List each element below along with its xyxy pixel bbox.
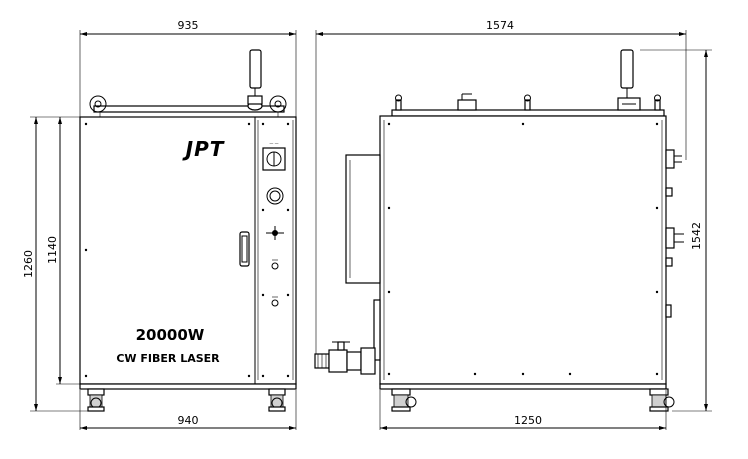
brand-logo: JPT bbox=[182, 137, 225, 161]
caster-side-right bbox=[649, 388, 675, 412]
lifting-eye-side-right bbox=[654, 94, 661, 111]
lifting-eye-side-mid bbox=[524, 94, 531, 111]
door-latch-icon bbox=[239, 231, 250, 267]
dim-front-bottom-label: 940 bbox=[178, 414, 199, 427]
lifting-eye-side-left bbox=[395, 94, 402, 111]
control-panel: — — bbox=[261, 122, 290, 378]
dim-front-top: 935 bbox=[79, 19, 297, 118]
dim-front-total-height-label: 1260 bbox=[22, 250, 35, 278]
product-name: CW FIBER LASER bbox=[116, 352, 220, 365]
lifting-ring-left bbox=[89, 95, 107, 113]
caster-front-left bbox=[87, 388, 105, 412]
top-latch-left bbox=[457, 93, 477, 111]
water-valve-icon bbox=[314, 341, 376, 375]
side-view: 1574 bbox=[314, 19, 712, 430]
dim-front-bottom: 940 bbox=[79, 390, 297, 430]
dim-front-total-height: 1260 bbox=[22, 116, 88, 412]
dim-side-height: 1542 bbox=[640, 49, 712, 412]
front-cabinet-body bbox=[79, 116, 297, 385]
dim-side-bottom: 1250 bbox=[379, 390, 667, 430]
lifting-ring-right bbox=[269, 95, 287, 113]
svg-text:— —: — — bbox=[269, 141, 278, 146]
dim-side-top-label: 1574 bbox=[486, 19, 514, 32]
dim-front-body-height-label: 1140 bbox=[46, 236, 59, 264]
right-fittings bbox=[665, 149, 684, 318]
dim-side-bottom-label: 1250 bbox=[514, 414, 542, 427]
dim-side-height-label: 1542 bbox=[690, 222, 703, 250]
handle-front bbox=[247, 49, 263, 111]
power-rating: 20000W bbox=[136, 326, 205, 344]
indicator-icon bbox=[266, 226, 284, 240]
front-view: 935 JPT bbox=[22, 19, 297, 430]
top-rail bbox=[89, 49, 287, 118]
connector-icon bbox=[271, 259, 279, 307]
caster-front-right bbox=[268, 388, 286, 412]
emergency-stop-icon bbox=[266, 187, 284, 205]
dim-front-body-height: 1140 bbox=[46, 117, 80, 385]
handle-side bbox=[617, 49, 641, 111]
key-switch-icon: — — bbox=[262, 141, 286, 171]
side-cabinet-body bbox=[379, 115, 667, 385]
caster-side-left bbox=[391, 388, 417, 412]
dim-front-top-label: 935 bbox=[178, 19, 199, 32]
dim-side-top: 1574 bbox=[315, 19, 687, 356]
side-module-box bbox=[345, 154, 381, 284]
